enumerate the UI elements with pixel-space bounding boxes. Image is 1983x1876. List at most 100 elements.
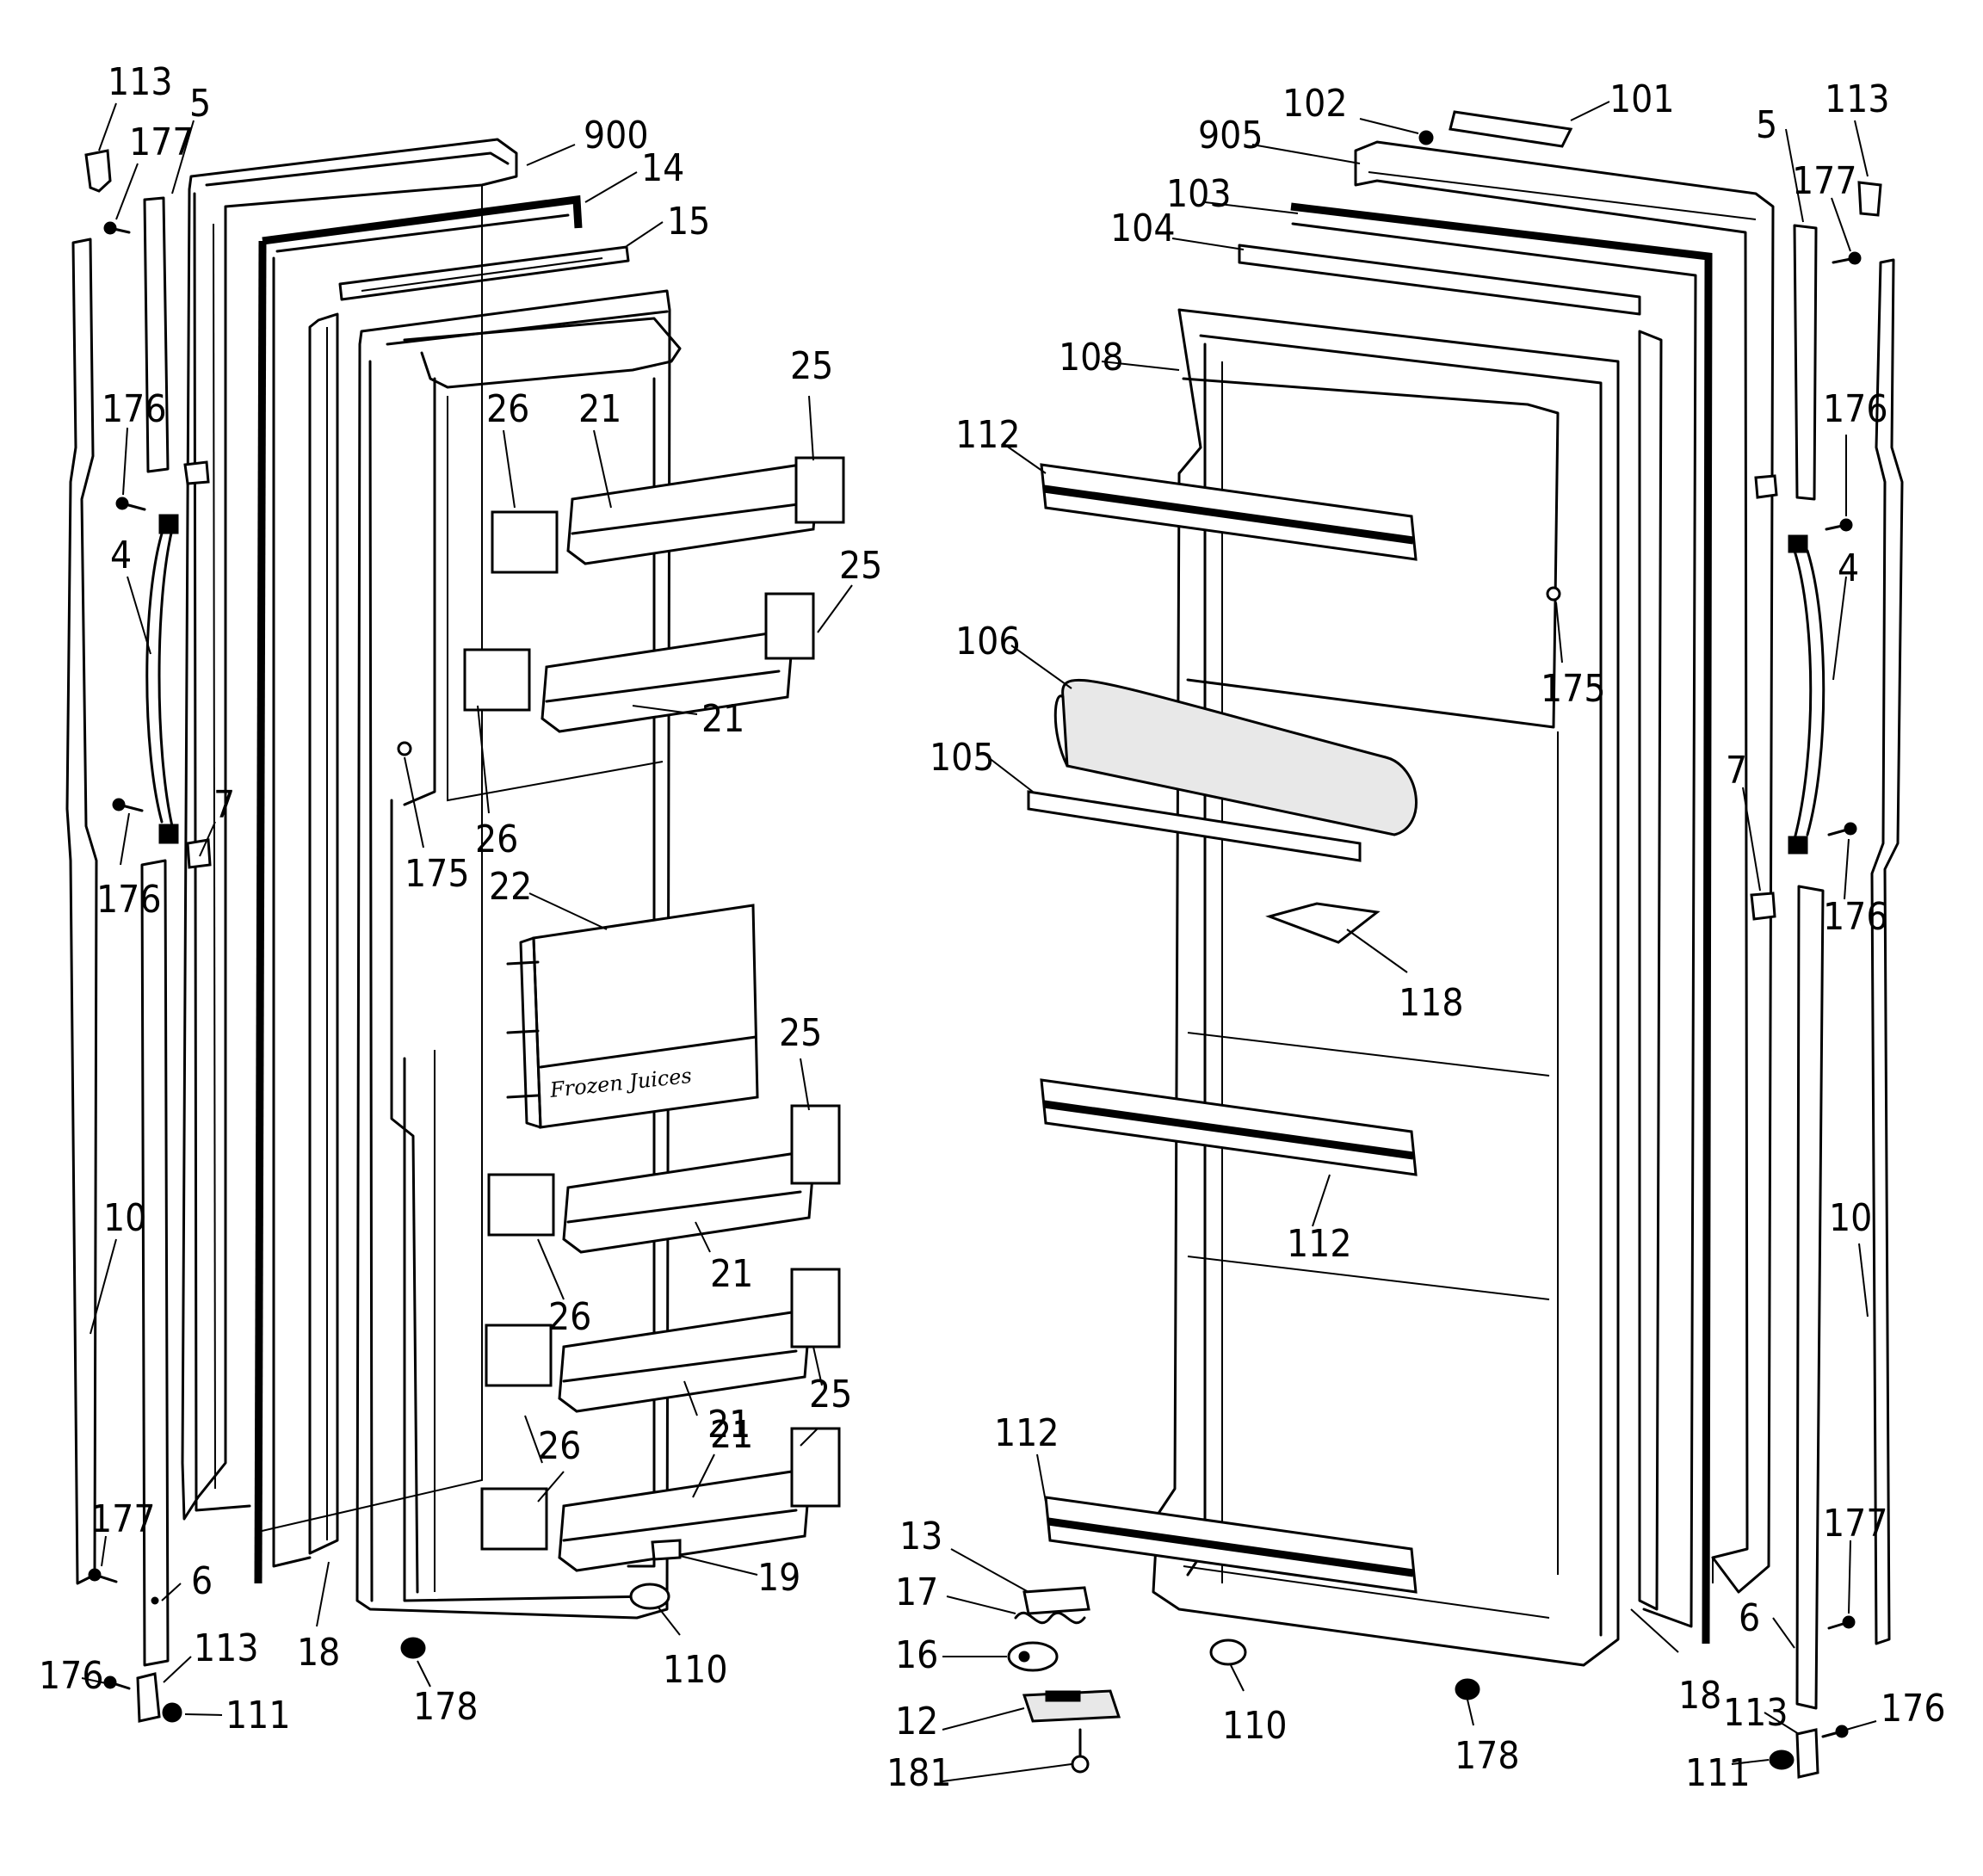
clip-7-right-2 <box>1750 892 1776 921</box>
trim-left-bottom <box>140 859 170 1667</box>
hinge-113-bottom-left <box>136 1672 161 1723</box>
callouts-right: 102 101 113 905 5 103 177 104 108 176 11… <box>886 77 1946 1795</box>
door-shelf-5 <box>480 1427 841 1572</box>
callout-14: 14 <box>641 146 684 190</box>
hinge-cap-113-top-right <box>1857 181 1882 217</box>
callout-18-right: 18 <box>1678 1674 1721 1718</box>
callout-7-right: 7 <box>1726 749 1747 793</box>
callout-19: 19 <box>757 1556 800 1600</box>
leaders-right <box>942 101 1877 1782</box>
clip-7-right-1 <box>1754 474 1778 499</box>
callout-102: 102 <box>1282 82 1348 126</box>
callout-18-left: 18 <box>297 1631 340 1675</box>
screw-177-bottom-left <box>88 1568 118 1583</box>
callout-111-left: 111 <box>225 1694 291 1737</box>
callout-900: 900 <box>584 114 649 157</box>
callout-26-a: 26 <box>486 387 529 431</box>
bushing-111-left <box>162 1702 182 1723</box>
callout-113-bottom: 113 <box>194 1626 259 1670</box>
callout-25-b: 25 <box>839 544 882 588</box>
callout-26-c: 26 <box>548 1295 591 1339</box>
callout-10-right: 10 <box>1829 1196 1872 1240</box>
spring-17 <box>1014 1611 1086 1625</box>
callout-17: 17 <box>895 1571 938 1614</box>
hinge-113-bottom-right <box>1795 1728 1819 1779</box>
outer-door-shell-left <box>181 138 518 1533</box>
screw-177-top-left <box>103 221 131 235</box>
door-gasket-right <box>1290 202 1713 1645</box>
callout-106: 106 <box>955 620 1021 663</box>
outer-door-shell-right <box>1354 140 1775 1594</box>
leaders-left <box>81 102 853 1716</box>
callout-6-right: 6 <box>1739 1596 1760 1640</box>
callout-5-right: 5 <box>1756 103 1777 147</box>
callout-4-right: 4 <box>1838 546 1859 590</box>
callout-177-bottom-right: 177 <box>1823 1502 1888 1546</box>
callout-177-top-right: 177 <box>1792 159 1857 203</box>
callout-177-bottom: 177 <box>90 1497 156 1541</box>
screw-176-right-1 <box>1825 518 1853 532</box>
screw-177-bottom-right <box>1827 1615 1856 1630</box>
callout-101: 101 <box>1609 77 1675 121</box>
plug-178-left <box>400 1637 426 1659</box>
bracket-19 <box>651 1539 682 1561</box>
callout-176-right-lower: 176 <box>1823 895 1888 939</box>
left-door-assembly: Frozen Juices <box>39 60 882 1737</box>
plug-178-right <box>1455 1678 1480 1700</box>
callout-176-upper: 176 <box>102 387 167 431</box>
clip-7-left-2 <box>186 838 212 869</box>
callout-25-d: 25 <box>809 1373 852 1416</box>
trim-right-top <box>1793 224 1818 501</box>
callout-176-right-upper: 176 <box>1823 387 1888 431</box>
side-breaker-strip-left <box>308 312 339 1555</box>
door-shelf-2 <box>463 592 815 733</box>
side-breaker-strip-right <box>1638 330 1663 1611</box>
callout-26-d: 26 <box>538 1424 581 1468</box>
bushing-111-right <box>1769 1749 1795 1770</box>
callout-181: 181 <box>886 1751 952 1795</box>
side-trim-10-right <box>1870 258 1904 1645</box>
screw-102 <box>1418 130 1434 145</box>
callout-16: 16 <box>895 1633 938 1677</box>
door-shelf-3 <box>487 1104 841 1254</box>
stop-110-right <box>1209 1638 1247 1666</box>
callout-178-right: 178 <box>1455 1734 1520 1778</box>
callout-12: 12 <box>895 1700 938 1743</box>
callout-21-e: 21 <box>707 1403 751 1447</box>
hinge-cap-113-top-left <box>84 149 112 193</box>
callout-110-left: 110 <box>663 1648 728 1692</box>
hinge-12 <box>1022 1689 1121 1723</box>
callout-22: 22 <box>489 865 532 909</box>
trim-left-top <box>143 196 170 473</box>
screw-177-top-right <box>1832 251 1862 265</box>
callout-26-b: 26 <box>475 818 518 861</box>
hinge-plate-101 <box>1449 110 1573 148</box>
right-door-assembly: 102 101 113 905 5 103 177 104 108 176 11… <box>886 77 1946 1795</box>
callout-10-left: 10 <box>103 1196 146 1240</box>
screw-175-left <box>397 741 412 756</box>
side-trim-10-left <box>65 238 98 1585</box>
callout-21-b: 21 <box>701 697 744 741</box>
top-breaker-strip-left <box>338 245 630 301</box>
callout-21-c: 21 <box>710 1252 753 1296</box>
clip-7-left-1 <box>183 460 210 485</box>
callout-112-middle: 112 <box>1287 1222 1352 1266</box>
screw-176-bottom-left <box>103 1675 131 1690</box>
plate-13 <box>1022 1586 1090 1615</box>
screw-181 <box>1071 1728 1090 1774</box>
trim-right-bottom <box>1795 885 1825 1710</box>
egg-tray-118 <box>1265 902 1381 944</box>
stop-110-left <box>629 1583 670 1610</box>
dairy-compartment-106 <box>1053 678 1418 836</box>
callout-5: 5 <box>189 82 211 126</box>
door-shelf-4 <box>485 1268 841 1413</box>
callout-175-right: 175 <box>1541 667 1606 711</box>
callout-25-c: 25 <box>779 1011 822 1055</box>
callout-111-right: 111 <box>1685 1751 1751 1795</box>
callout-113-top: 113 <box>108 60 173 104</box>
callout-25-a: 25 <box>790 344 833 388</box>
door-handle-right <box>1788 534 1825 855</box>
callout-175-left: 175 <box>405 852 470 896</box>
door-bar-112-middle <box>1040 1078 1418 1176</box>
